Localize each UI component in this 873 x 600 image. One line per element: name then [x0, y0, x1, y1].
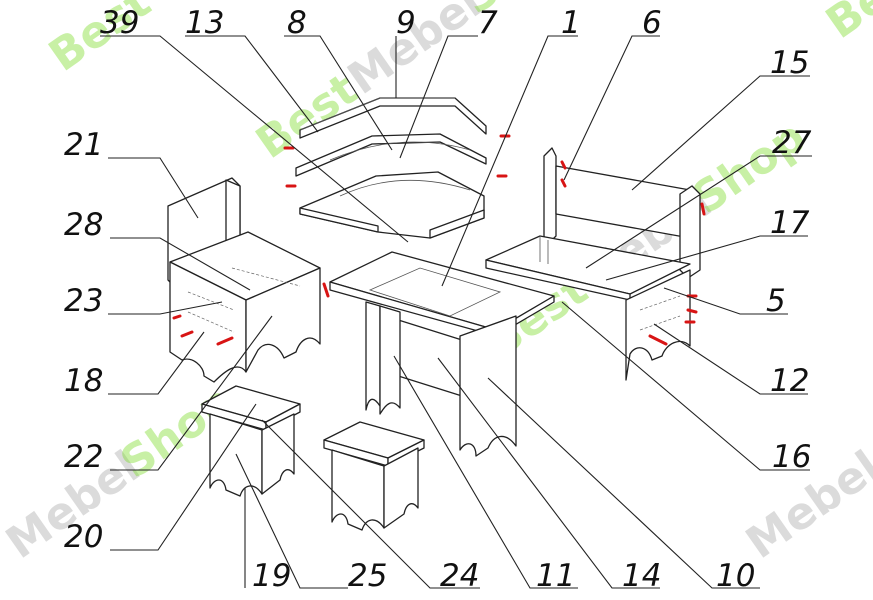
part-label: 21 — [64, 127, 103, 163]
watermark-best: Be — [817, 0, 873, 49]
stool-left — [201, 385, 301, 497]
table — [329, 251, 555, 457]
part-label: 10 — [716, 558, 755, 594]
corner-shelf-bottom — [299, 171, 485, 239]
part-label: 22 — [64, 439, 103, 475]
part-label: 14 — [622, 558, 661, 594]
part-label: 23 — [64, 283, 103, 319]
part-label: 6 — [642, 5, 662, 41]
part-label: 7 — [478, 5, 498, 41]
part-label: 16 — [772, 439, 811, 475]
right-sofa — [485, 147, 701, 381]
corner-shelf-top — [299, 97, 487, 139]
part-label: 24 — [440, 558, 479, 594]
leader-lines — [100, 35, 812, 589]
part-label: 39 — [100, 5, 139, 41]
part-label: 17 — [770, 205, 810, 241]
stool-right — [323, 421, 425, 531]
part-label: 27 — [772, 125, 812, 161]
hardware-marks — [172, 134, 706, 346]
part-label: 28 — [64, 207, 103, 243]
part-label: 12 — [770, 363, 809, 399]
part-label: 9 — [396, 5, 416, 41]
part-label: 19 — [252, 558, 291, 594]
part-label: 13 — [185, 5, 224, 41]
part-label: 18 — [64, 363, 103, 399]
part-label: 5 — [766, 283, 786, 319]
part-label: 20 — [64, 519, 103, 555]
part-label: 1 — [561, 5, 581, 41]
part-label: 15 — [770, 45, 809, 81]
left-chair — [167, 177, 321, 383]
part-label: 8 — [287, 5, 307, 41]
part-label: 11 — [536, 558, 575, 594]
part-labels: 39 13 8 9 7 1 6 15 27 21 28 17 23 5 18 1… — [64, 5, 812, 594]
corner-shelf-middle — [295, 133, 487, 177]
part-label: 25 — [348, 558, 387, 594]
